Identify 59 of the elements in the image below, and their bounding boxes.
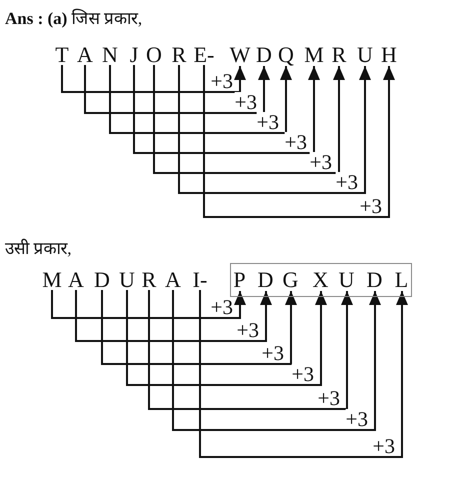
letter: U bbox=[116, 270, 138, 290]
edge-label: +3 bbox=[262, 343, 284, 363]
edge-label: +3 bbox=[256, 112, 279, 132]
letter: L bbox=[390, 270, 412, 290]
edge-label: +3 bbox=[210, 297, 233, 317]
edge-label: +3 bbox=[234, 92, 257, 112]
arrow bbox=[199, 290, 408, 458]
letter: A bbox=[162, 270, 184, 290]
letter: X bbox=[310, 270, 332, 290]
edge-label: +3 bbox=[292, 364, 314, 384]
letter: D bbox=[254, 270, 276, 290]
edge-label: +3 bbox=[372, 436, 395, 456]
edge-label: +3 bbox=[336, 172, 358, 192]
arrow bbox=[148, 290, 353, 410]
edge-label: +3 bbox=[346, 409, 368, 429]
edge-label: +3 bbox=[318, 388, 340, 408]
letter: A bbox=[65, 270, 87, 290]
letter: O bbox=[143, 45, 165, 65]
letter: D bbox=[253, 45, 275, 65]
letter: R bbox=[138, 270, 160, 290]
letter: P bbox=[228, 270, 250, 290]
arrow bbox=[109, 65, 292, 134]
arrow bbox=[84, 65, 270, 114]
edge-label: +3 bbox=[310, 152, 332, 172]
letter: G bbox=[280, 270, 302, 290]
letter: U bbox=[336, 270, 358, 290]
letter: W bbox=[229, 45, 251, 65]
letter: E- bbox=[189, 45, 219, 65]
letter: M bbox=[41, 270, 63, 290]
letter: N bbox=[99, 45, 121, 65]
arrow bbox=[51, 290, 246, 319]
edge-label: +3 bbox=[210, 71, 233, 91]
letter: D bbox=[91, 270, 113, 290]
letter: Q bbox=[275, 45, 297, 65]
letter: A bbox=[74, 45, 96, 65]
arrow bbox=[126, 290, 327, 386]
letter: R bbox=[168, 45, 190, 65]
arrow bbox=[178, 65, 371, 194]
edge-label: +3 bbox=[360, 196, 382, 216]
arrow bbox=[75, 290, 272, 342]
letter: D bbox=[364, 270, 386, 290]
letter: T bbox=[51, 45, 73, 65]
arrow bbox=[153, 65, 345, 174]
arrow bbox=[101, 290, 297, 365]
edge-label: +3 bbox=[236, 320, 259, 340]
heading-text: उसी प्रकार, bbox=[5, 238, 72, 259]
answer-heading: Ans : (a) जिस प्रकार, bbox=[5, 8, 142, 29]
arrow bbox=[172, 290, 381, 431]
answer-frame bbox=[230, 263, 412, 297]
arrow bbox=[203, 65, 395, 218]
letter: M bbox=[303, 45, 325, 65]
letter: U bbox=[354, 45, 376, 65]
arrow bbox=[133, 65, 320, 154]
letter: I- bbox=[185, 270, 215, 290]
letter: J bbox=[123, 45, 145, 65]
arrow bbox=[61, 65, 246, 93]
edge-label: +3 bbox=[284, 132, 307, 152]
letter: H bbox=[378, 45, 400, 65]
letter: R bbox=[328, 45, 350, 65]
